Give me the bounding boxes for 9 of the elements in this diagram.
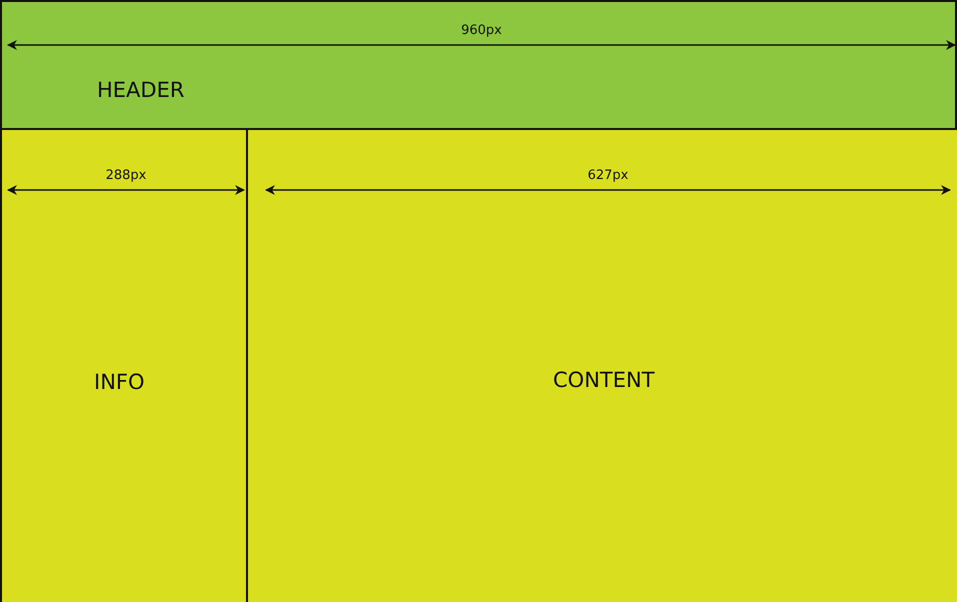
info-region (0, 128, 248, 602)
dimension-label: 627px (588, 168, 628, 183)
region-label: HEADER (97, 78, 184, 102)
region-label: INFO (94, 370, 145, 394)
content-region (246, 128, 957, 602)
header-region (0, 0, 957, 130)
dimension-label: 288px (106, 168, 146, 183)
dimension-label: 960px (461, 23, 502, 38)
region-label: CONTENT (553, 368, 655, 392)
